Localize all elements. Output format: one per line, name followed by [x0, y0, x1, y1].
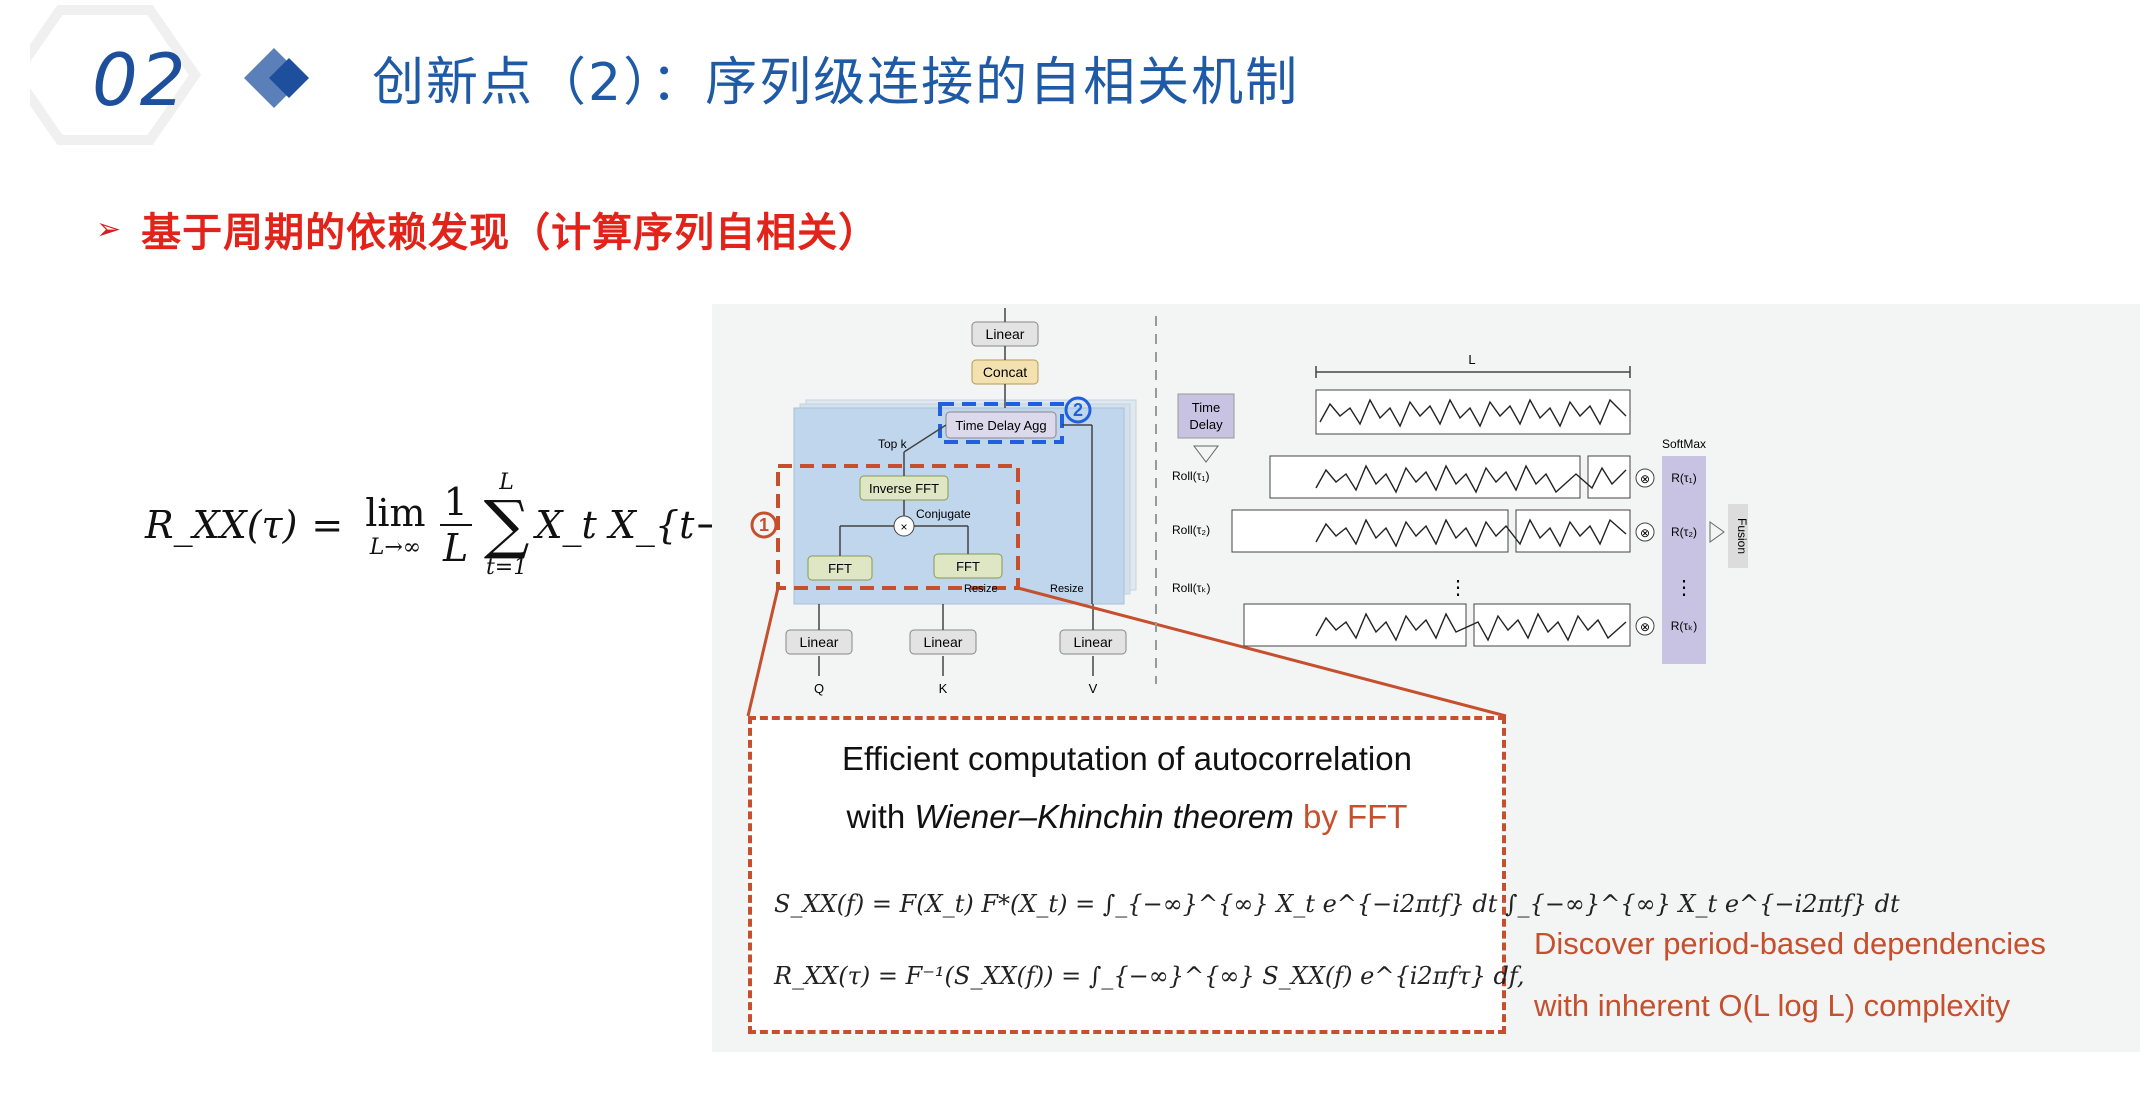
formula-lhs: R_XX(τ): [145, 503, 298, 547]
autocorrelation-diagram: Linear Concat Time Delay Agg 2 Top k Inv…: [746, 308, 1749, 718]
diamond-bullet-icon: [244, 48, 309, 108]
formula-fraction: 1 L: [439, 480, 472, 570]
time-delay-label-2: Delay: [1189, 417, 1223, 432]
linear-top-label: Linear: [986, 326, 1025, 342]
fft-1-label: FFT: [828, 561, 852, 576]
callout-title-suffix: by FFT: [1293, 798, 1408, 835]
resize-2-label: Resize: [1050, 583, 1084, 595]
callout-equation-1: S_XX(f) = F(X_t) F*(X_t) = ∫_{−∞}^{∞} X_…: [774, 890, 1900, 918]
formula-frac-num: 1: [439, 480, 472, 526]
time-delay-agg-label: Time Delay Agg: [955, 418, 1046, 433]
header-decoration: [30, 4, 202, 145]
vertical-ellipsis-1: ⋮: [1448, 577, 1468, 599]
slide-number: 02: [92, 38, 188, 122]
callout-title-prefix: with: [846, 798, 915, 835]
down-arrow-icon: [1193, 445, 1219, 463]
callout-title-line1: Efficient computation of autocorrelation: [842, 740, 1412, 777]
times-icon-k: ⊗: [1640, 620, 1650, 634]
autocorrelation-formula: R_XX(τ) = lim L→∞ 1 L L ∑ t=1 X_t X_{t−τ…: [145, 470, 784, 580]
slide-title: 创新点（2）：序列级连接的自相关机制: [372, 53, 1300, 113]
marker-two-box: [938, 402, 1064, 444]
conjugate-label: Conjugate: [916, 507, 971, 521]
series-original: [1315, 389, 1631, 435]
marker-one-box: [776, 464, 1020, 590]
svg-text:×: ×: [900, 520, 907, 534]
series-roll-1: [1269, 455, 1631, 499]
formula-sum-top: L: [499, 470, 514, 495]
fft-2-label: FFT: [956, 559, 980, 574]
diagram-panel: Linear Concat Time Delay Agg 2 Top k Inv…: [712, 304, 2140, 1052]
series-roll-k: [1243, 603, 1631, 647]
formula-sum-bottom: t=1: [485, 555, 528, 580]
subtitle-row: ➢ 基于周期的依赖发现（计算序列自相关）: [96, 200, 879, 258]
marker-one-label: 1: [759, 515, 769, 535]
roll-k-label: Roll(τₖ): [1172, 581, 1211, 595]
roll-1-label: Roll(τ₁): [1172, 469, 1209, 483]
callout-box: Efficient computation of autocorrelation…: [748, 716, 1900, 1034]
times-icon-1: ⊗: [1640, 472, 1650, 486]
callout-title-line2: with Wiener–Khinchin theorem by FFT: [752, 798, 1502, 836]
linear-v-label: Linear: [1074, 634, 1113, 650]
side-note-line2: with inherent O(L log L) complexity: [1534, 988, 2011, 1023]
q-label: Q: [814, 681, 824, 696]
r-2-label: R(τ₂): [1671, 525, 1697, 539]
inverse-fft-label: Inverse FFT: [869, 481, 939, 496]
subtitle-text: 基于周期的依赖发现（计算序列自相关）: [141, 210, 880, 256]
arrow-bullet-icon: ➢: [96, 211, 122, 247]
series-roll-2: [1231, 509, 1631, 553]
r-k-label: R(τₖ): [1671, 619, 1698, 633]
callout-equation-2: R_XX(τ) = F⁻¹(S_XX(f)) = ∫_{−∞}^{∞} S_XX…: [774, 962, 1525, 990]
time-delay-box: [1177, 393, 1235, 439]
formula-frac-den: L: [443, 526, 469, 570]
length-label: L: [1468, 352, 1475, 367]
callout-title-italic: Wiener–Khinchin theorem: [914, 798, 1294, 835]
right-arrow-icon: [1709, 521, 1725, 543]
softmax-column: [1662, 456, 1706, 664]
formula-limit: lim L→∞: [365, 490, 426, 560]
fusion-box: [1728, 504, 1748, 568]
times-icon-2: ⊗: [1640, 526, 1650, 540]
vertical-ellipsis-2: ⋮: [1674, 577, 1694, 599]
linear-k-label: Linear: [924, 634, 963, 650]
formula-sum: L ∑ t=1: [483, 470, 530, 580]
k-label: K: [939, 681, 948, 696]
formula-lim-under: L→∞: [369, 534, 422, 560]
linear-q-label: Linear: [800, 634, 839, 650]
fusion-label: Fusion: [1735, 518, 1749, 554]
r-1-label: R(τ₁): [1671, 471, 1696, 485]
concat-label: Concat: [983, 364, 1027, 380]
side-note-line1: Discover period-based dependencies: [1534, 926, 2046, 961]
top-k-label: Top k: [878, 437, 908, 451]
roll-2-label: Roll(τ₂): [1172, 523, 1210, 537]
resize-1-label: Resize: [964, 583, 998, 595]
v-label: V: [1089, 681, 1098, 696]
bilibili-watermark: [2106, 0, 2124, 46]
time-delay-label-1: Time: [1192, 400, 1220, 415]
softmax-label: SoftMax: [1662, 437, 1706, 451]
marker-two-label: 2: [1073, 400, 1083, 420]
